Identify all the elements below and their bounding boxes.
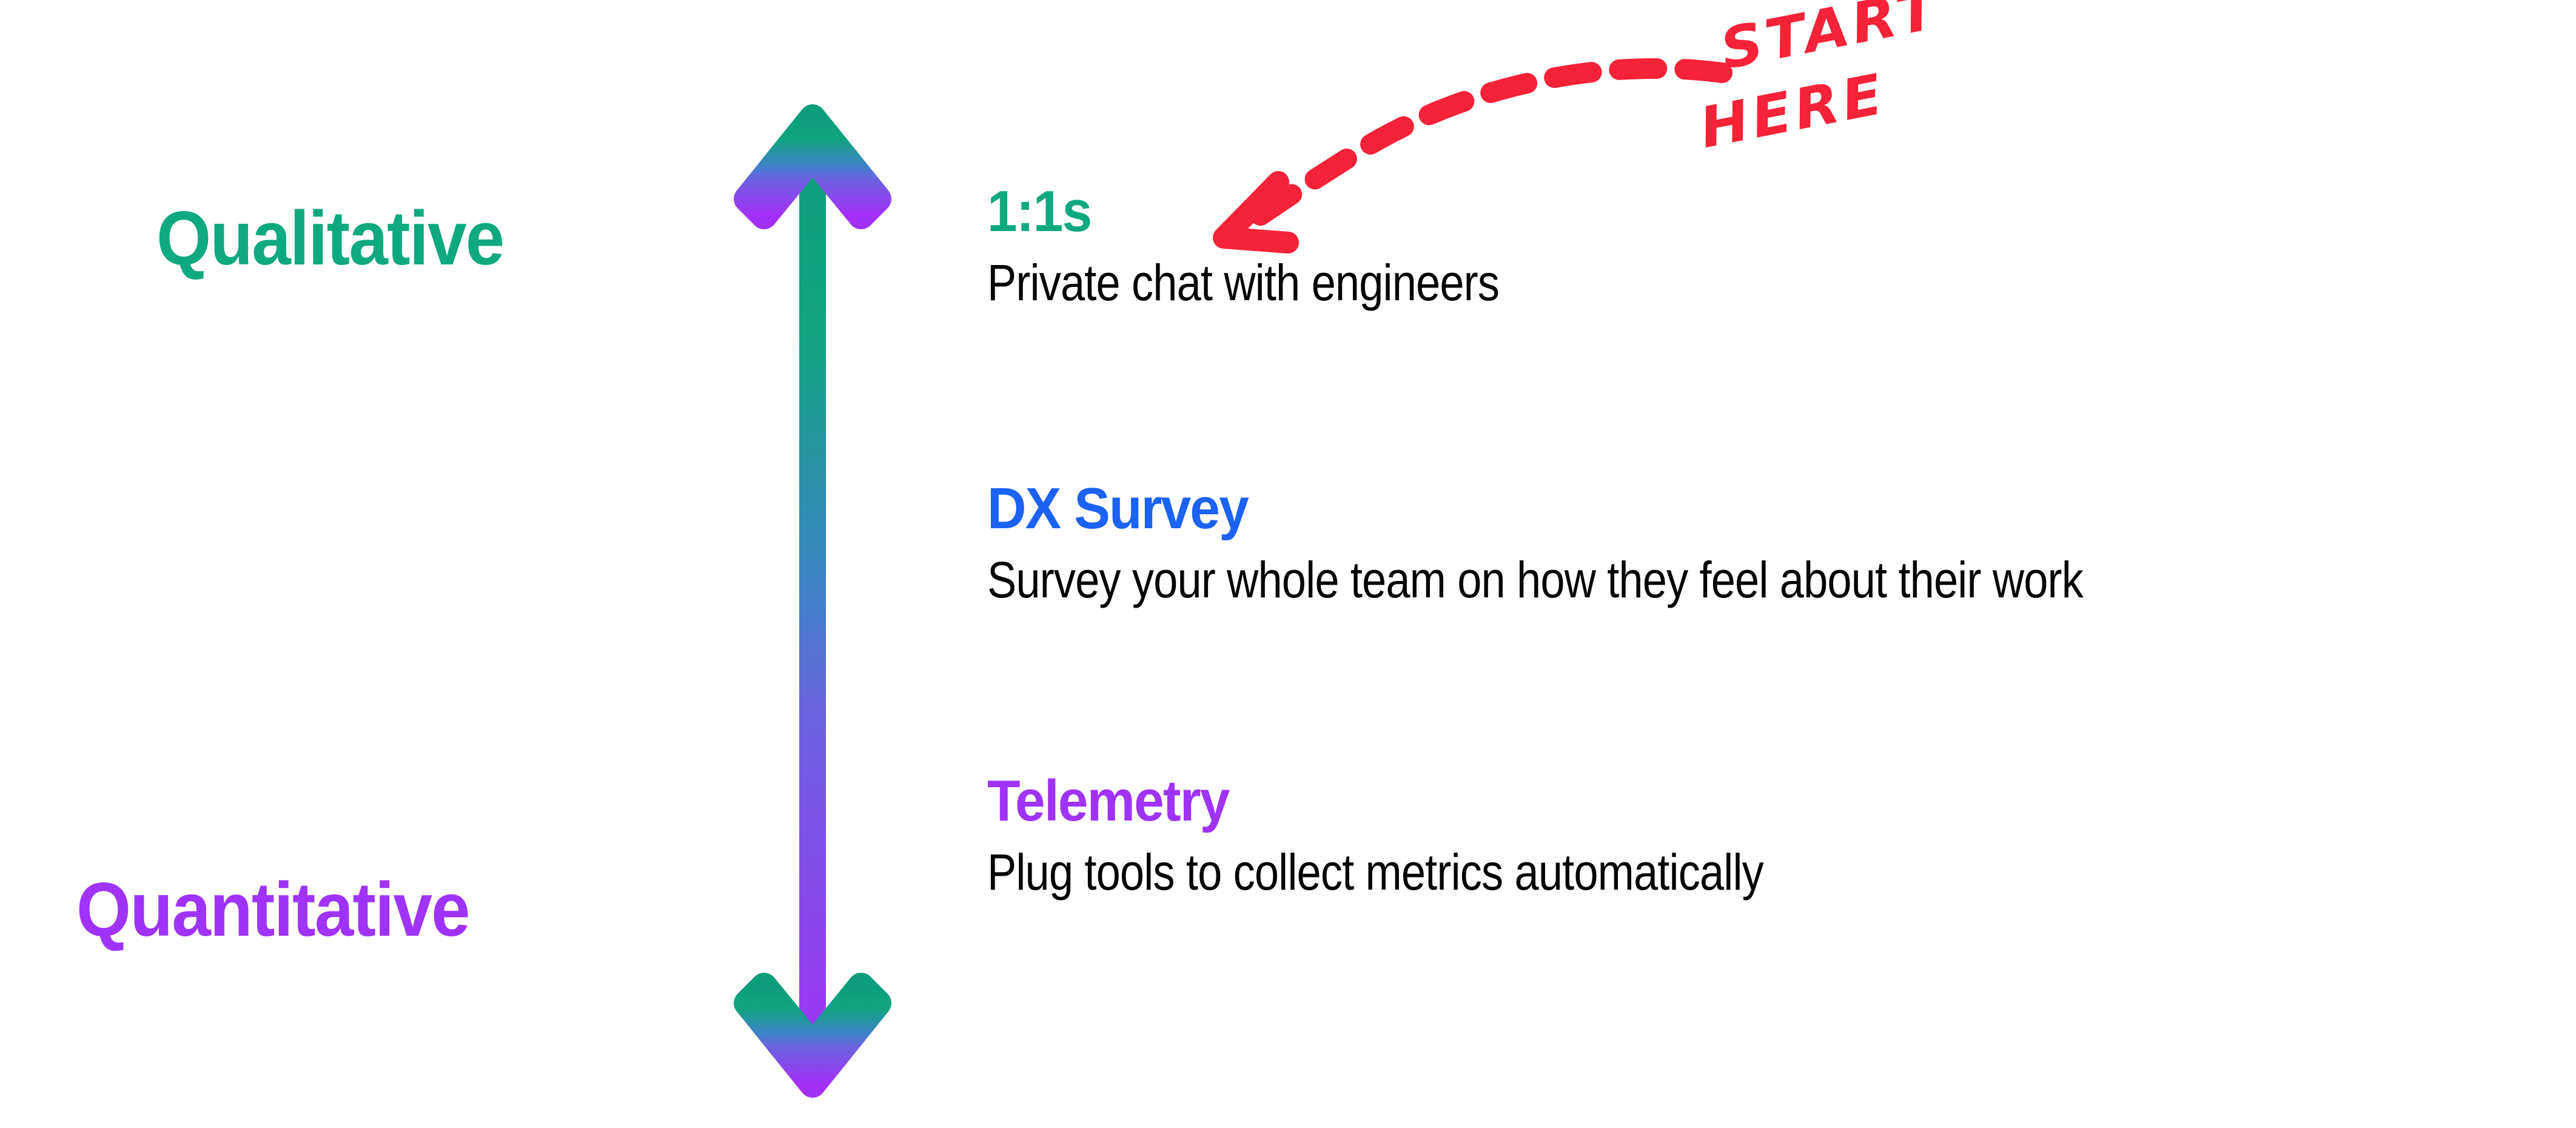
method-item-1-1s: 1:1s Private chat with engineers: [987, 179, 1583, 311]
start-here-label: START HERE: [1691, 0, 1957, 211]
axis-label-quantitative: Quantitative: [76, 867, 471, 952]
qualitative-quantitative-axis-arrow: [734, 104, 891, 1098]
method-title: 1:1s: [987, 179, 1092, 244]
method-description: Plug tools to collect metrics automatica…: [987, 843, 1764, 901]
method-description: Survey your whole team on how they feel …: [987, 551, 2084, 608]
axis-label-qualitative: Qualitative: [156, 195, 505, 281]
method-item-dx-survey: DX Survey Survey your whole team on how …: [987, 476, 2261, 608]
start-here-line-2: HERE: [1694, 61, 1891, 161]
method-description: Private chat with engineers: [987, 253, 1500, 311]
method-item-telemetry: Telemetry Plug tools to collect metrics …: [987, 771, 1890, 899]
method-title: DX Survey: [987, 476, 1249, 541]
start-here-line-1: START: [1715, 0, 1946, 82]
method-title: Telemetry: [987, 768, 1230, 833]
